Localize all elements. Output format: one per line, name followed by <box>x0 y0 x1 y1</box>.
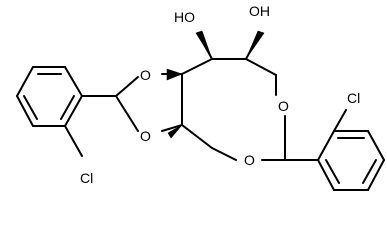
left-ring-bond-3 <box>64 95 83 127</box>
ring-o-bottom-label: O <box>244 152 255 168</box>
left-chlorine-bond <box>64 125 83 157</box>
wedge-bond-top-left <box>195 30 213 60</box>
left-ring-bond-2 <box>64 66 83 97</box>
hydroxyl-right-label: OH <box>249 3 270 19</box>
right-ring-double-2 <box>362 159 377 184</box>
chlorine-left-label: Cl <box>80 170 93 186</box>
stereo-bonds <box>166 30 265 139</box>
right-ring-bond-3 <box>367 130 385 161</box>
left-ring-double-2 <box>23 95 38 120</box>
right-chlorine-bond <box>333 109 347 132</box>
wedge-bond-ring-junction <box>167 124 183 139</box>
right-ring-bond-6 <box>317 159 335 191</box>
left-ring-bond-5 <box>16 95 34 127</box>
ring-c3-to-c4 <box>245 58 277 76</box>
ring-o-right-label: O <box>278 98 289 114</box>
right-ring-bond-4 <box>367 159 385 191</box>
hydroxyl-left-label: HO <box>174 9 195 25</box>
dioxolane-o-top-label: O <box>140 67 151 83</box>
right-ring-bond-1 <box>317 130 335 161</box>
bond-lines <box>16 32 385 191</box>
acetal-to-o-top <box>115 76 139 97</box>
wedge-bond-top-right <box>245 30 265 60</box>
chlorine-right-label: Cl <box>347 90 360 106</box>
ring-o-bottom-to-c7 <box>211 147 237 161</box>
o-bottom-to-ring-carbon <box>161 124 183 132</box>
left-ring-bond-6 <box>16 66 34 97</box>
right-ring-double-3 <box>325 159 340 184</box>
dioxolane-o-bottom-label: O <box>140 128 151 144</box>
ring-c1-to-c2 <box>181 58 213 75</box>
ring-c7-to-c8 <box>181 124 213 149</box>
atom-labels: HO OH O O O O Cl Cl <box>80 3 360 186</box>
acetal-to-o-bottom <box>115 95 139 132</box>
wedge-bond-ring-top <box>166 68 183 81</box>
left-ring-double-3 <box>60 95 75 120</box>
